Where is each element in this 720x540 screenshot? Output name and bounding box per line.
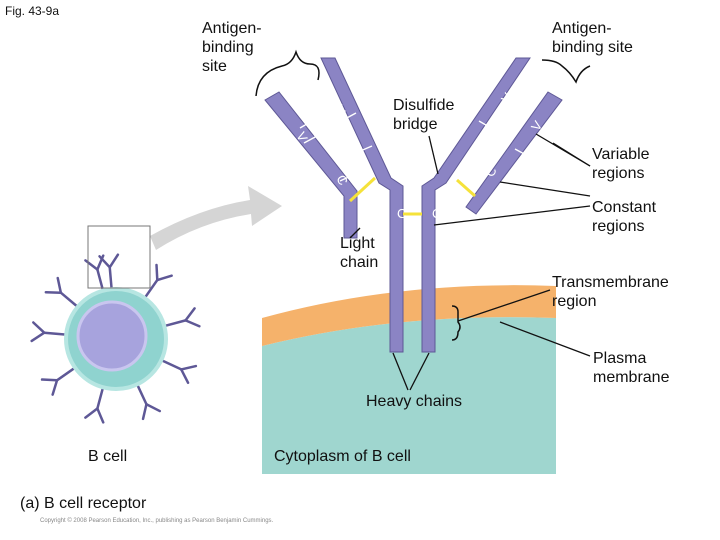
label-cytoplasm: Cytoplasm of B cell: [274, 448, 411, 465]
mini-receptor: [163, 307, 201, 328]
heavy-chain-right: [421, 57, 531, 353]
light-chain-right: [465, 91, 563, 215]
bracket-antigen-right: [541, 59, 591, 84]
heavy-chains: [320, 57, 531, 353]
label-transmembrane-region: Transmembrane region: [552, 274, 669, 310]
light-chains: [264, 91, 563, 239]
plasma-membrane: [262, 285, 556, 346]
label-light-chain: Light chain: [340, 235, 379, 271]
label-disulfide-bridge: Disulfide bridge: [393, 97, 455, 133]
disulfide-bridge-lightR: [456, 178, 476, 198]
mini-receptor: [44, 276, 79, 309]
domain-letter-v1: V: [331, 102, 348, 117]
zoom-arrow: [150, 186, 282, 250]
mini-receptor: [30, 321, 68, 343]
mini-receptor: [84, 386, 105, 424]
label-plasma-membrane: Plasma membrane: [593, 350, 670, 386]
domain-letter-c4: C: [432, 206, 441, 221]
leader-lines: [349, 133, 591, 391]
mini-receptor: [40, 366, 77, 396]
figure-reference: Fig. 43-9a: [5, 4, 60, 18]
domain-letter-c2: C: [397, 206, 406, 221]
label-antigen-binding-site-right: Antigen- binding site: [552, 20, 633, 56]
heavy-chain-left: [320, 57, 404, 353]
cytoplasm-region: [262, 317, 556, 474]
label-antigen-binding-site-left: Antigen- binding site: [202, 20, 262, 75]
label-variable-regions: Variable regions: [592, 146, 650, 182]
panel-caption: (a) B cell receptor: [20, 495, 147, 512]
mini-receptor: [84, 254, 105, 292]
domain-dividers: [299, 86, 535, 182]
b-cell-illustration: [30, 225, 201, 424]
disulfide-bridge-lightL: [348, 176, 377, 203]
bracket-transmembrane: [451, 305, 461, 341]
light-chain-left: [264, 91, 358, 239]
mini-receptor: [160, 358, 198, 385]
label-heavy-chains: Heavy chains: [366, 393, 463, 410]
mini-receptors: [30, 253, 201, 424]
b-cell-nucleus: [76, 300, 148, 372]
mini-receptor: [143, 263, 173, 300]
label-constant-regions: Constant regions: [592, 199, 657, 235]
copyright-notice: Copyright © 2008 Pearson Education, Inc.…: [40, 518, 274, 524]
disulfide-bridges: [348, 176, 476, 216]
mini-receptor: [135, 383, 162, 421]
bracket-antigen-left: [255, 49, 320, 97]
zoom-box: [87, 225, 151, 289]
label-b-cell: B cell: [88, 448, 128, 465]
